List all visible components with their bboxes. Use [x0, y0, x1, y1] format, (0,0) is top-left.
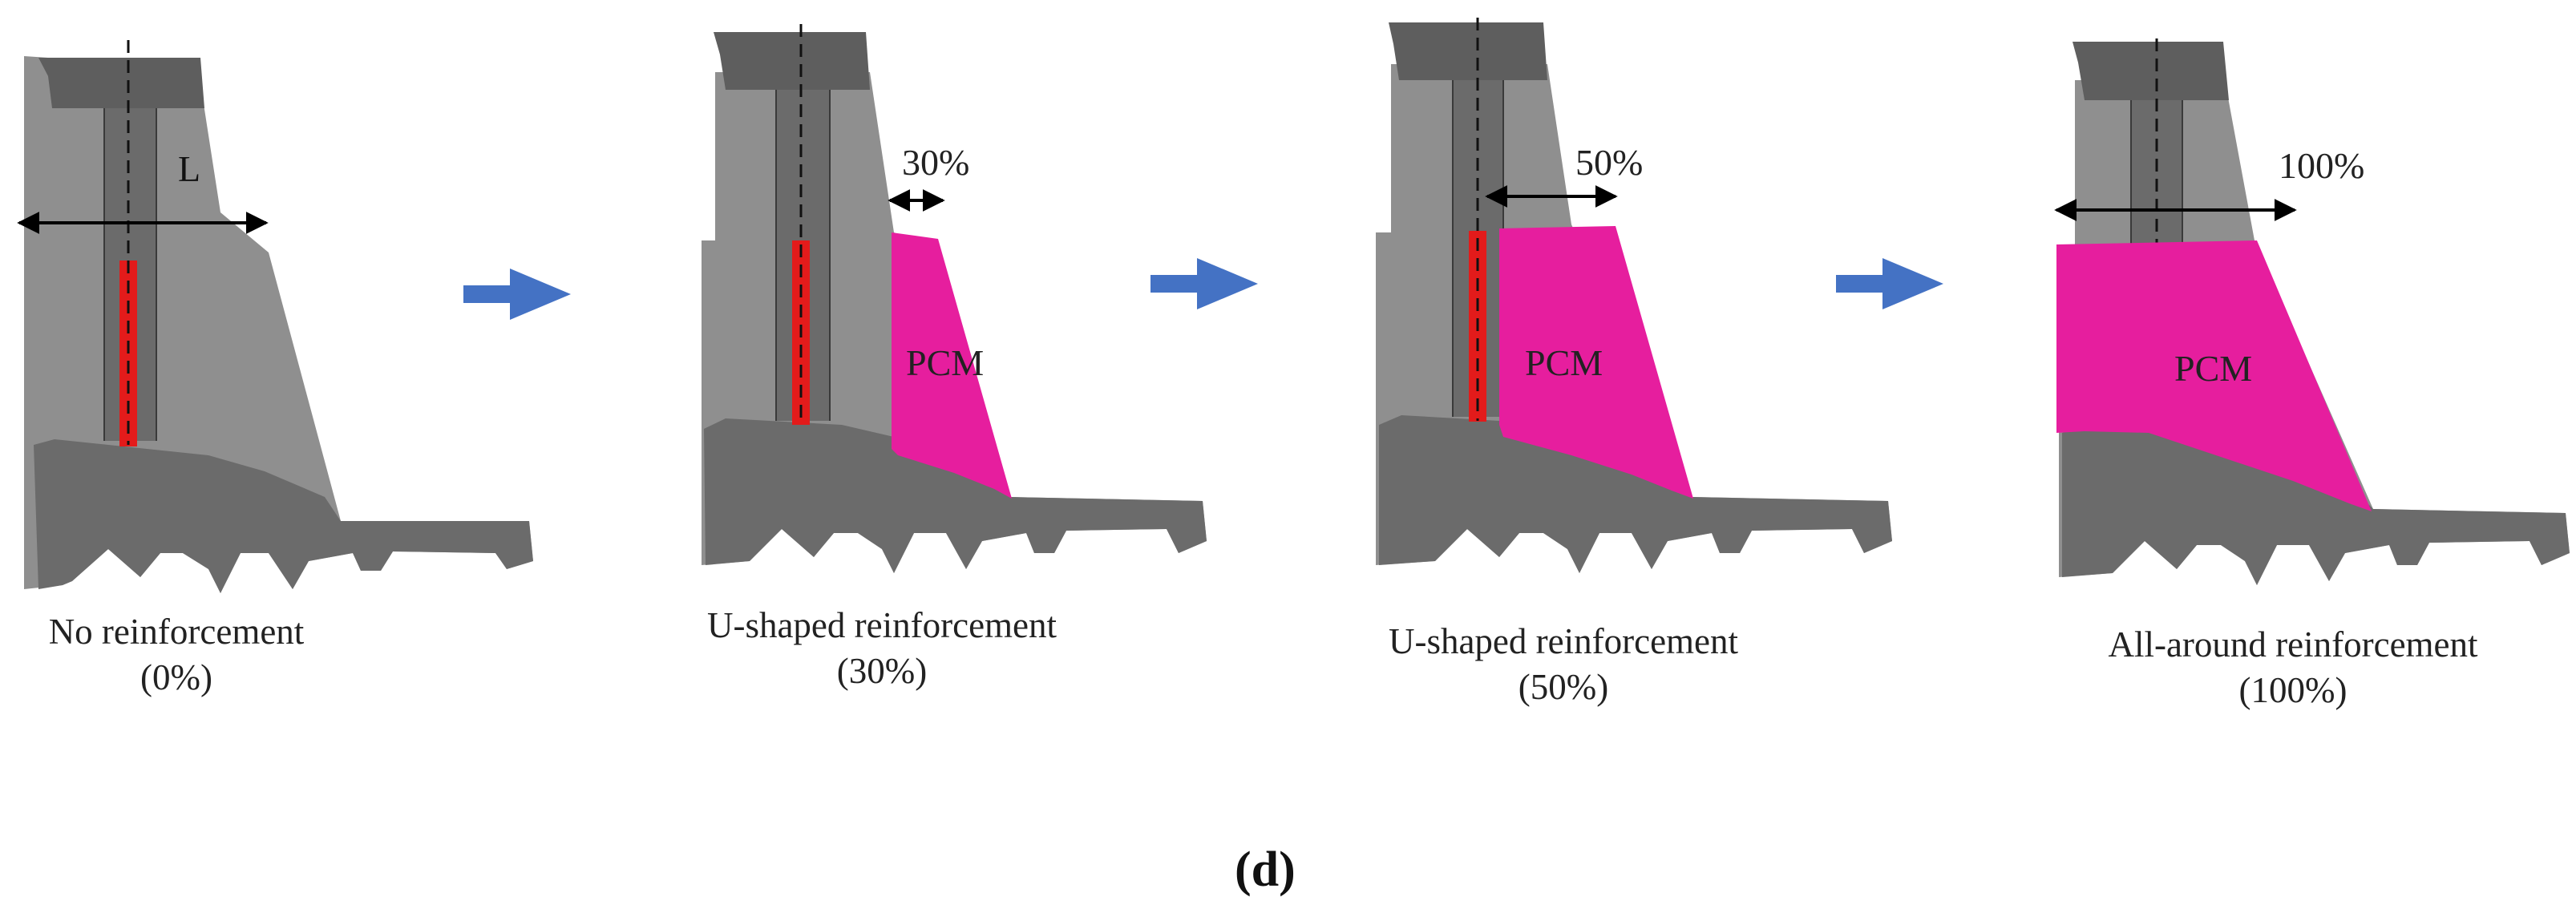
pier-stage-4: PCM 100%	[2054, 38, 2570, 585]
stage-caption: All-around reinforcement (100%)	[2036, 622, 2550, 713]
pier-footing	[1379, 415, 1892, 573]
pcm-label: PCM	[1525, 342, 1603, 383]
pcm-region	[2056, 240, 2372, 511]
length-label: L	[178, 148, 200, 189]
stage-caption: U-shaped reinforcement (30%)	[657, 603, 1106, 694]
pcm-label: PCM	[2174, 348, 2252, 389]
stage-percent: (50%)	[1518, 667, 1609, 707]
pier-stage-1: L	[17, 40, 533, 593]
stage-percent: (30%)	[836, 651, 928, 691]
pcm-region	[1499, 226, 1693, 499]
pier-cap	[1389, 22, 1547, 80]
stage-title: U-shaped reinforcement	[706, 605, 1057, 645]
extent-label: 50%	[1575, 142, 1643, 183]
pcm-region	[892, 232, 1012, 499]
pier-cap	[2073, 42, 2229, 100]
stage-title: U-shaped reinforcement	[1388, 621, 1739, 661]
extent-label: 100%	[2279, 145, 2364, 186]
stage-percent: (100%)	[2238, 670, 2348, 710]
pier-footing	[2062, 426, 2570, 585]
stage-caption: U-shaped reinforcement (50%)	[1339, 619, 1788, 710]
stage-title: All-around reinforcement	[2108, 624, 2478, 665]
stage-title: No reinforcement	[48, 612, 305, 652]
pier-stage-2: PCM 30%	[702, 24, 1207, 573]
extent-label: 30%	[902, 142, 969, 183]
pier-cap	[38, 58, 204, 108]
stage-percent: (0%)	[140, 657, 212, 697]
pier-footing	[704, 418, 1207, 573]
pier-cap	[714, 32, 870, 90]
progression-arrow	[463, 269, 571, 320]
progression-arrow	[1836, 258, 1943, 309]
pier-stage-3: PCM 50%	[1376, 18, 1892, 573]
stage-caption: No reinforcement (0%)	[32, 609, 321, 701]
pier-footing	[34, 439, 533, 593]
panel-label: (d)	[1235, 842, 1296, 897]
progression-arrow	[1151, 258, 1258, 309]
pcm-label: PCM	[906, 342, 984, 383]
